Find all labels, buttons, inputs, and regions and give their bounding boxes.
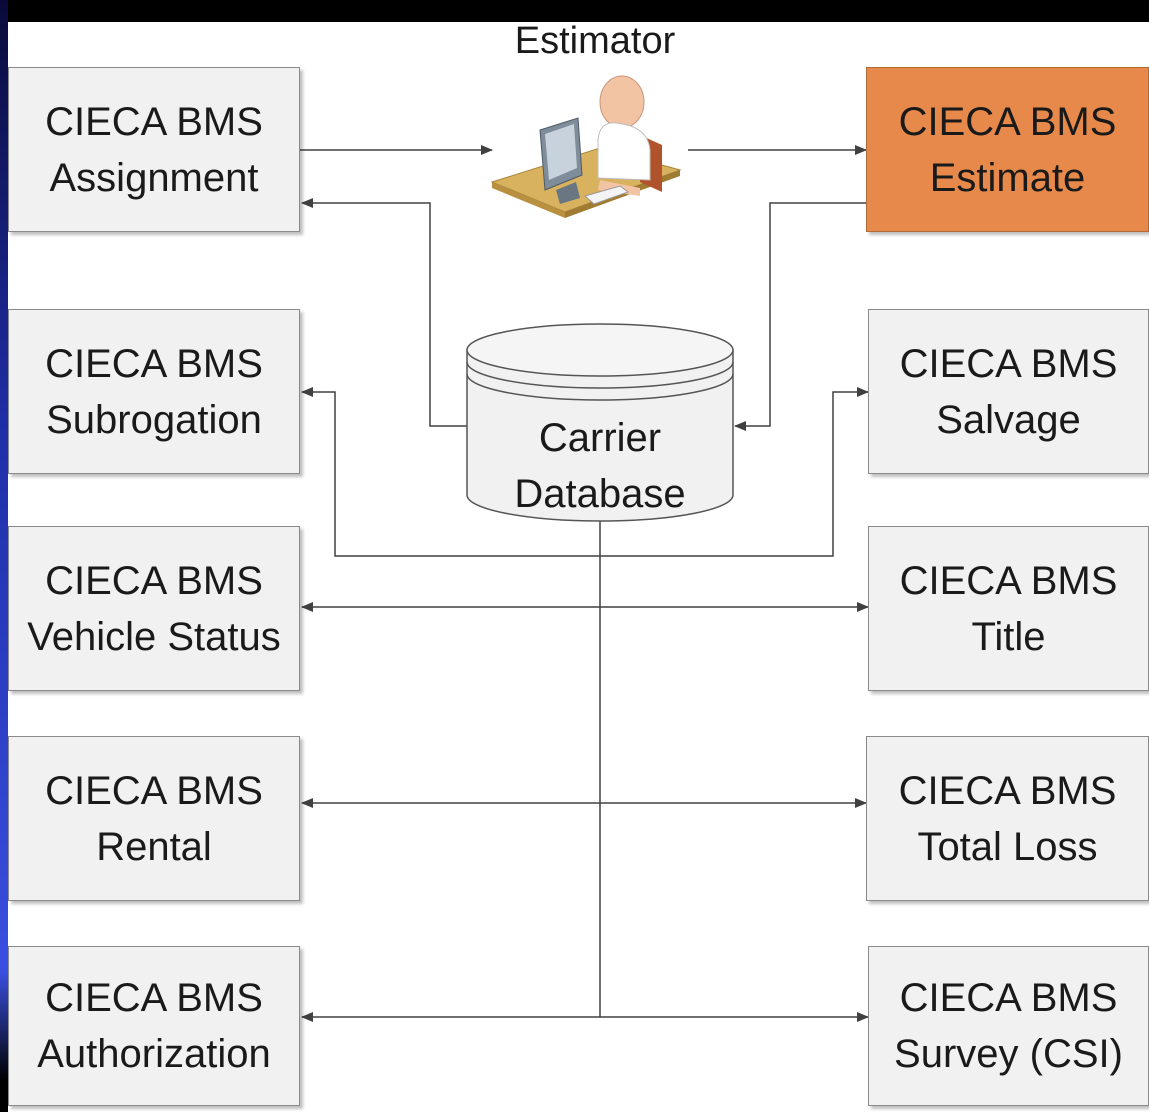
estimator-person-icon — [490, 75, 682, 218]
box-total-loss-line2: Total Loss — [917, 824, 1098, 869]
connector-to-subrogation — [301, 387, 600, 557]
box-estimate-line1: CIECA BMS — [898, 99, 1117, 144]
box-assignment-line1: CIECA BMS — [45, 99, 263, 144]
database-label-line2: Database — [514, 472, 686, 516]
box-title-line1: CIECA BMS — [899, 558, 1118, 603]
database-cylinder-icon — [466, 323, 734, 522]
box-rental-line2: Rental — [96, 824, 212, 869]
box-assignment-line2: Assignment — [49, 155, 259, 200]
box-subrogation-line1: CIECA BMS — [45, 341, 263, 386]
connector-estimate-to-database — [734, 202, 866, 431]
estimator-label: Estimator — [514, 20, 676, 62]
box-rental: CIECA BMS Rental — [8, 736, 300, 901]
left-accent-bar — [0, 0, 8, 1080]
connector-database-to-assignment — [301, 198, 467, 427]
box-survey-line2: Survey (CSI) — [894, 1032, 1123, 1076]
box-rental-line1: CIECA BMS — [45, 768, 263, 813]
box-estimate: CIECA BMS Estimate — [866, 67, 1149, 232]
box-total-loss-line1: CIECA BMS — [898, 768, 1117, 813]
box-vehicle-status-line2: Vehicle Status — [27, 614, 281, 659]
box-subrogation-line2: Subrogation — [46, 397, 262, 442]
box-subrogation: CIECA BMS Subrogation — [8, 309, 300, 474]
box-authorization: CIECA BMS Authorization — [8, 946, 300, 1106]
box-authorization-line2: Authorization — [37, 1032, 271, 1076]
box-authorization-line1: CIECA BMS — [45, 976, 263, 1020]
box-salvage: CIECA BMS Salvage — [868, 309, 1149, 474]
box-title-line2: Title — [971, 614, 1046, 659]
box-vehicle-status-line1: CIECA BMS — [45, 558, 263, 603]
box-survey: CIECA BMS Survey (CSI) — [868, 946, 1149, 1106]
box-total-loss: CIECA BMS Total Loss — [866, 736, 1149, 901]
box-survey-line1: CIECA BMS — [899, 976, 1118, 1020]
box-vehicle-status: CIECA BMS Vehicle Status — [8, 526, 300, 691]
connector-to-salvage — [600, 387, 869, 557]
box-salvage-line2: Salvage — [936, 397, 1081, 442]
database-label-line1: Carrier — [538, 416, 662, 460]
box-assignment: CIECA BMS Assignment — [8, 67, 300, 232]
database-label: Carrier Database — [470, 410, 730, 522]
box-estimate-line2: Estimate — [929, 155, 1086, 200]
box-title: CIECA BMS Title — [868, 526, 1149, 691]
box-salvage-line1: CIECA BMS — [899, 341, 1118, 386]
